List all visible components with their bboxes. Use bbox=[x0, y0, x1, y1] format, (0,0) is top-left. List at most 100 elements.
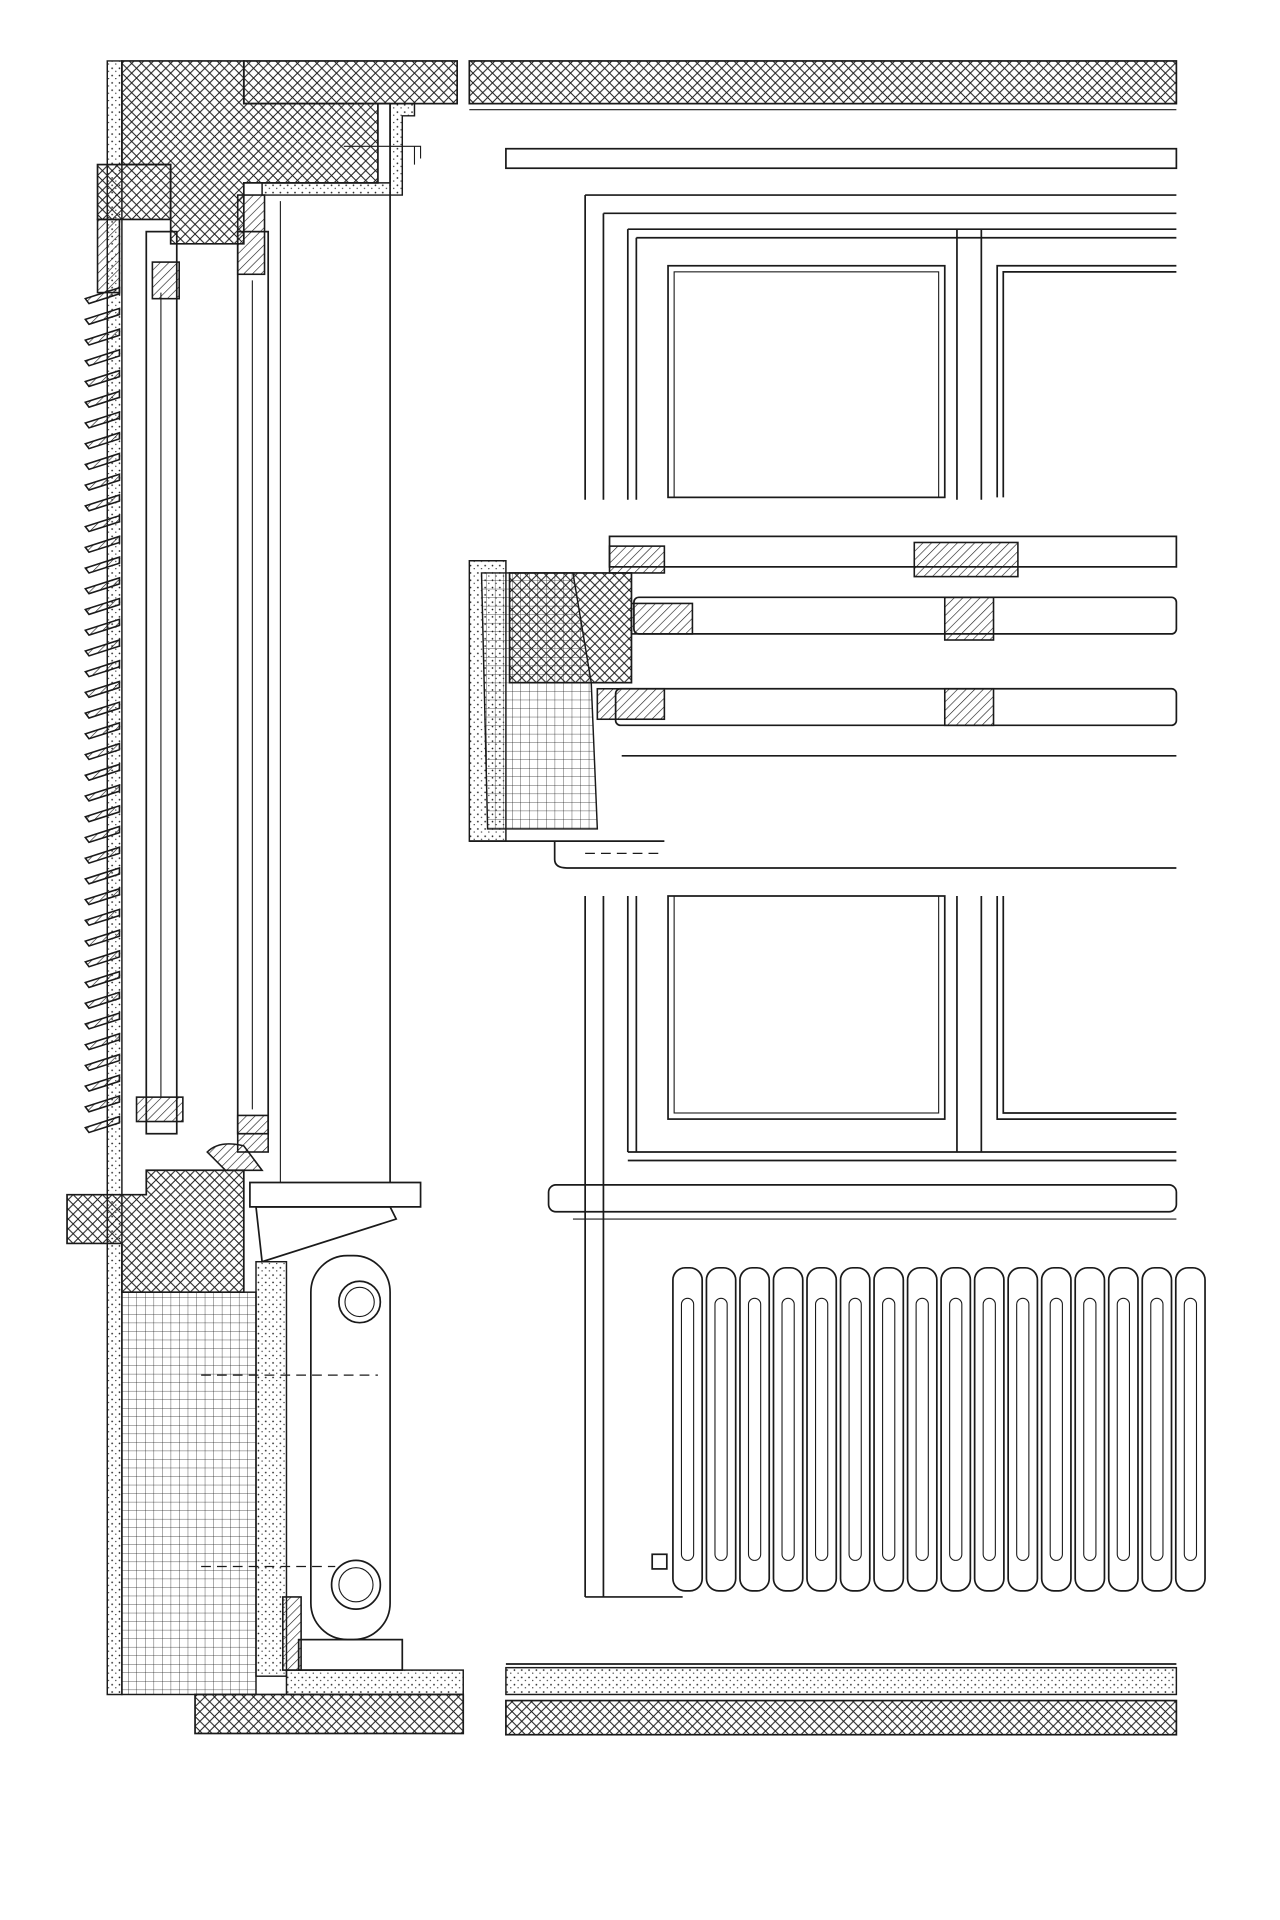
shutter-head bbox=[96, 218, 121, 294]
horizontal-section-inset bbox=[468, 535, 1178, 869]
louver-slat bbox=[84, 680, 121, 699]
inset-stile-1 bbox=[608, 545, 666, 574]
louver-slat bbox=[84, 1032, 121, 1051]
louver-slat bbox=[84, 783, 121, 802]
louver-slat bbox=[84, 576, 121, 595]
radiator-elevation bbox=[672, 1266, 1206, 1592]
radiator-section bbox=[973, 1266, 1005, 1592]
louver-slat bbox=[84, 535, 121, 554]
louver-slat bbox=[84, 846, 121, 865]
radiator-section bbox=[906, 1266, 938, 1592]
radiator-upper-pipe bbox=[338, 1280, 382, 1324]
inset-meeting-stile-1 bbox=[913, 541, 1019, 578]
sash-bottom-rail bbox=[627, 1151, 1177, 1162]
louver-slat bbox=[84, 866, 121, 885]
sill-drip-moulding bbox=[206, 1143, 264, 1172]
radiator-section bbox=[739, 1266, 771, 1592]
wall-plaster-strip bbox=[255, 1260, 288, 1677]
inset-stile-3 bbox=[596, 687, 666, 721]
upper-left-pane bbox=[667, 264, 946, 499]
inset-meeting-stile-3 bbox=[943, 687, 995, 727]
curtain-rail bbox=[343, 145, 422, 165]
louver-slat bbox=[84, 1094, 121, 1113]
louver-slat bbox=[84, 991, 121, 1010]
floor-slab-left bbox=[194, 1693, 465, 1735]
louver-slat bbox=[84, 701, 121, 719]
louver-slat bbox=[84, 556, 121, 574]
window-casing-lower bbox=[584, 896, 983, 1597]
louver-slat bbox=[84, 929, 121, 947]
louver-slat bbox=[84, 970, 121, 989]
outer-sash-bottom-rail bbox=[135, 1096, 184, 1123]
louver-slat bbox=[84, 804, 121, 823]
window-casing-top bbox=[584, 194, 1177, 500]
lower-right-pane bbox=[996, 896, 1177, 1120]
louver-slat bbox=[84, 597, 121, 616]
radiator-lower-pipe bbox=[330, 1559, 382, 1610]
floor-screed-left bbox=[285, 1669, 464, 1696]
louver-slat bbox=[84, 638, 121, 657]
shutter-louvers bbox=[84, 286, 121, 1134]
louver-slat bbox=[84, 742, 121, 761]
radiator-section bbox=[1040, 1266, 1072, 1592]
floor-slab-right bbox=[505, 1699, 1178, 1736]
lintel-block bbox=[96, 163, 172, 221]
upper-right-pane bbox=[996, 264, 1177, 498]
louver-slat bbox=[84, 348, 121, 367]
louver-slat bbox=[84, 1074, 121, 1092]
louver-slat bbox=[84, 514, 121, 533]
radiator-section bbox=[1074, 1266, 1106, 1592]
radiator-section bbox=[1141, 1266, 1173, 1592]
window-sill-section bbox=[66, 1169, 245, 1294]
inset-frame-block bbox=[508, 572, 633, 684]
ceiling-plaster bbox=[261, 102, 416, 196]
louver-slat bbox=[84, 390, 121, 409]
louver-slat bbox=[84, 1115, 121, 1134]
window-sill-board bbox=[547, 1184, 1178, 1213]
lower-left-pane bbox=[667, 895, 946, 1120]
interior-elevation bbox=[468, 60, 1206, 1736]
louver-slat bbox=[84, 431, 121, 450]
louver-slat bbox=[84, 369, 121, 388]
louver-slat bbox=[84, 949, 121, 968]
louver-slat bbox=[84, 410, 121, 429]
inner-sash-top-rail bbox=[236, 194, 266, 276]
radiator-section bbox=[873, 1266, 905, 1592]
radiator-section bbox=[1174, 1266, 1206, 1592]
inset-meeting-stile-2 bbox=[943, 596, 995, 641]
radiator-foot bbox=[297, 1638, 404, 1671]
louver-slat bbox=[84, 473, 121, 491]
radiator-section bbox=[772, 1266, 804, 1592]
louver-slat bbox=[84, 452, 121, 471]
louver-slat bbox=[84, 887, 121, 906]
upper-left-pane-inner bbox=[673, 271, 940, 498]
louver-slat bbox=[84, 1053, 121, 1072]
floor-screed-right bbox=[505, 1666, 1178, 1696]
radiator-upper-pipe-inner bbox=[344, 1286, 375, 1318]
radiator-section bbox=[839, 1266, 871, 1592]
louver-slat bbox=[84, 307, 121, 326]
outer-sash-top-rail bbox=[151, 261, 180, 300]
window-board-bracket bbox=[255, 1206, 398, 1263]
radiator-section bbox=[705, 1266, 737, 1592]
outer-sash-frame bbox=[145, 230, 178, 1135]
louver-slat bbox=[84, 763, 121, 782]
wall-masonry-section bbox=[121, 1291, 257, 1696]
sash-frames-top bbox=[626, 228, 1177, 500]
ceiling-slab-section bbox=[242, 60, 458, 105]
radiator-section bbox=[1007, 1266, 1039, 1592]
radiator-section bbox=[806, 1266, 838, 1592]
louver-slat bbox=[84, 1011, 121, 1030]
louver-slat bbox=[84, 618, 121, 637]
radiator-lower-pipe-inner bbox=[338, 1567, 374, 1603]
inset-stile-2 bbox=[630, 602, 694, 635]
inset-outer-sash bbox=[608, 535, 1178, 568]
window-board bbox=[249, 1181, 422, 1208]
louver-slat bbox=[84, 493, 121, 512]
inset-inner-sash bbox=[614, 687, 1178, 727]
picture-rail bbox=[505, 147, 1178, 170]
louver-slat bbox=[84, 908, 121, 927]
lower-left-pane-inner bbox=[673, 895, 940, 1114]
radiator-section bbox=[940, 1266, 972, 1592]
